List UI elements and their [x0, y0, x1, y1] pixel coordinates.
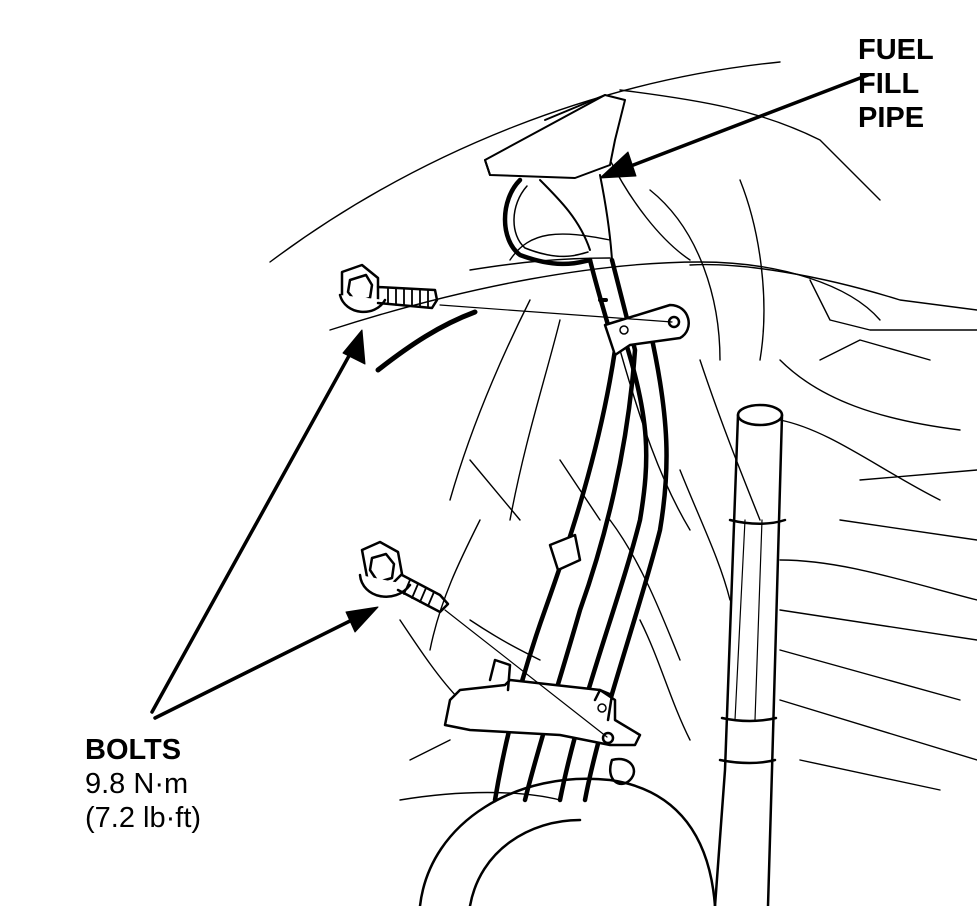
- body-panel-lines: [269, 61, 977, 801]
- wheel-drum: [418, 777, 717, 906]
- bolt-icon: [338, 263, 439, 314]
- hose-clamp: [548, 533, 582, 572]
- panel-arc: [375, 309, 478, 373]
- breather-hose: [502, 177, 593, 267]
- lower-bracket: [443, 658, 642, 786]
- fuel-fill-pipe-label-line-2: FILL: [858, 68, 920, 100]
- leader-line-lower: [444, 609, 608, 738]
- fuel-fill-pipe-label: FUEL FILL PIPE: [858, 33, 934, 135]
- leader-line-upper: [439, 304, 673, 323]
- arrow-icon: [599, 73, 870, 179]
- filler-neck: [484, 94, 626, 261]
- bolts-torque-metric: 9.8 N·m: [85, 768, 189, 800]
- strut: [713, 403, 787, 906]
- bolt-icon: [358, 540, 450, 614]
- arrow-icon: [150, 329, 366, 714]
- fuel-fill-pipe-label-line-1: FUEL: [858, 34, 934, 66]
- bolts-label: BOLTS 9.8 N·m (7.2 lb·ft): [85, 733, 201, 835]
- bolts-title: BOLTS: [85, 734, 182, 766]
- upper-bracket: [603, 303, 690, 357]
- arrow-icon: [153, 606, 379, 720]
- bolts-torque-imperial: (7.2 lb·ft): [85, 802, 202, 834]
- fuel-fill-pipe-label-line-3: PIPE: [858, 102, 925, 134]
